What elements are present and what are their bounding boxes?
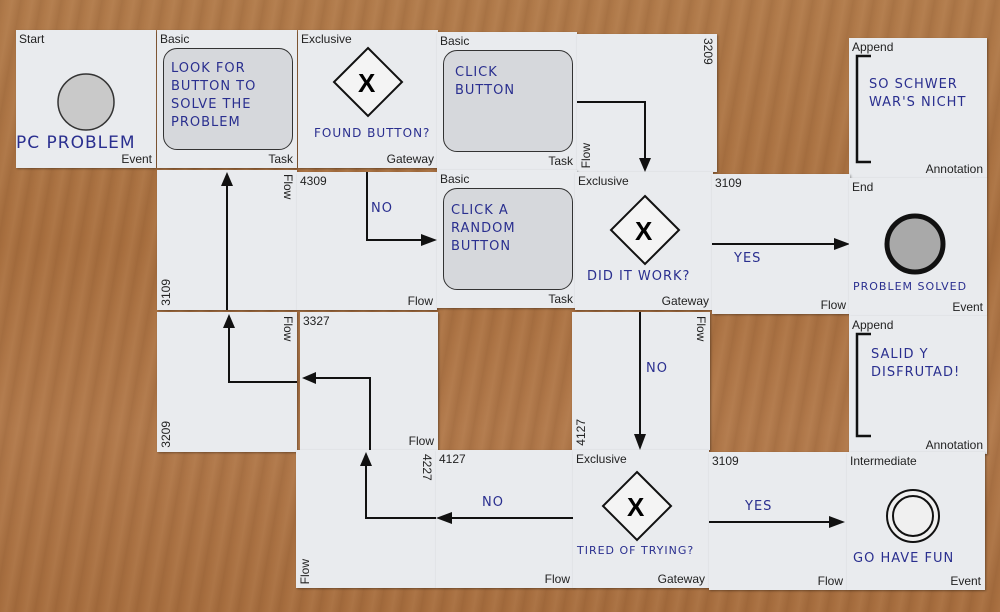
task-card-click-button: Basic CLICK BUTTON Task bbox=[437, 32, 577, 170]
flow-kind-label: Flow bbox=[820, 298, 846, 312]
card-type-label: Intermediate bbox=[850, 454, 917, 468]
start-event-circle-icon bbox=[57, 73, 115, 131]
flow-kind-label: Flow bbox=[544, 572, 570, 586]
flow-condition-text: NO bbox=[482, 495, 504, 510]
gateway-x-symbol: X bbox=[627, 492, 645, 522]
gateway-card-tired-of-trying: Exclusive X TIRED OF TRYING? Gateway bbox=[573, 450, 709, 588]
start-event-card: Start PC PROBLEM Event bbox=[16, 30, 156, 168]
task-card-click-random-button: Basic CLICK A RANDOM BUTTON Task bbox=[437, 170, 577, 308]
flow-card-up: Flow 3109 bbox=[157, 170, 297, 310]
flow-code-label: 3109 bbox=[715, 176, 742, 190]
annotation-card-so-schwer: Append SO SCHWER WAR'S NICHT Annotation bbox=[849, 38, 987, 178]
flow-arrow-icon bbox=[436, 512, 574, 524]
intermediate-event-double-circle-icon bbox=[886, 489, 940, 543]
flow-condition-text: NO bbox=[371, 201, 393, 216]
flow-card-yes-right-bottom: 3109 YES Flow bbox=[709, 452, 847, 590]
card-kind-label: Annotation bbox=[925, 438, 983, 452]
task-text: CLICK BUTTON bbox=[455, 65, 516, 98]
end-event-card: End PROBLEM SOLVED Event bbox=[849, 178, 987, 316]
card-kind-label: Gateway bbox=[657, 572, 705, 586]
card-kind-label: Gateway bbox=[386, 152, 434, 166]
flow-condition-text: YES bbox=[734, 251, 762, 266]
flow-kind-label: Flow bbox=[408, 434, 434, 448]
gateway-diamond-icon bbox=[601, 470, 673, 542]
flow-card-yes-right: 3109 YES Flow bbox=[712, 174, 850, 314]
flow-card-no-left: 4127 NO Flow bbox=[436, 450, 574, 588]
flow-code-label: 4127 bbox=[439, 452, 466, 466]
task-box bbox=[443, 188, 573, 290]
flow-card-up-left: Flow 3209 bbox=[157, 312, 297, 452]
flow-condition-text: NO bbox=[646, 361, 668, 376]
flow-arrow-icon bbox=[302, 372, 371, 450]
task-box bbox=[443, 50, 573, 152]
flow-arrow-icon bbox=[366, 172, 437, 246]
gateway-card-found-button: Exclusive X FOUND BUTTON? Gateway bbox=[298, 30, 438, 168]
card-kind-label: Gateway bbox=[661, 294, 709, 308]
gateway-x-symbol: X bbox=[635, 216, 653, 246]
card-type-label: Append bbox=[852, 40, 894, 54]
gateway-diamond-icon bbox=[332, 46, 404, 118]
card-kind-label: Task bbox=[268, 152, 293, 166]
card-kind-label: Annotation bbox=[925, 162, 983, 176]
flow-card-up-from-right: 4227 Flow bbox=[296, 450, 436, 588]
gateway-text: FOUND BUTTON? bbox=[314, 126, 431, 140]
card-type-label: Exclusive bbox=[578, 174, 629, 188]
flow-code-label: 4227 bbox=[420, 454, 434, 481]
card-type-label: Exclusive bbox=[576, 452, 627, 466]
flow-card-down-right: 3209 Flow bbox=[577, 34, 717, 172]
flow-card-no-right: 4309 NO Flow bbox=[297, 172, 437, 310]
task-box bbox=[163, 48, 293, 150]
card-kind-label: Task bbox=[548, 292, 573, 306]
flow-code-label: 3327 bbox=[303, 314, 330, 328]
flow-arrow-icon bbox=[223, 314, 297, 383]
card-type-label: Basic bbox=[440, 34, 470, 48]
flow-code-label: 3209 bbox=[701, 38, 715, 65]
card-type-label: Append bbox=[852, 318, 894, 332]
intermediate-event-text: GO HAVE FUN bbox=[853, 551, 955, 566]
flow-card-no-down: Flow 4127 NO bbox=[572, 312, 710, 450]
annotation-text: SALID Y DISFRUTAD! bbox=[871, 347, 961, 380]
gateway-text: DID IT WORK? bbox=[587, 269, 691, 284]
card-type-label: Basic bbox=[160, 32, 190, 46]
task-card-look-for-button: Basic LOOK FOR BUTTON TO SOLVE THE PROBL… bbox=[157, 30, 297, 168]
flow-card-left: 3327 Flow bbox=[300, 312, 438, 450]
flow-arrow-icon bbox=[360, 452, 436, 519]
start-event-text: PC PROBLEM bbox=[16, 133, 136, 153]
flow-kind-label: Flow bbox=[281, 174, 295, 200]
flow-arrow-icon bbox=[712, 238, 850, 250]
flow-arrow-icon bbox=[634, 312, 646, 450]
gateway-card-did-it-work: Exclusive X DID IT WORK? Gateway bbox=[575, 172, 713, 310]
card-kind-label: Event bbox=[950, 574, 981, 588]
task-text: LOOK FOR BUTTON TO SOLVE THE PROBLEM bbox=[171, 61, 257, 130]
annotation-text: SO SCHWER WAR'S NICHT bbox=[869, 77, 967, 110]
gateway-diamond-icon bbox=[609, 194, 681, 266]
card-kind-label: Event bbox=[952, 300, 983, 314]
flow-code-label: 4309 bbox=[300, 174, 327, 188]
flow-kind-label: Flow bbox=[817, 574, 843, 588]
annotation-card-salid-y-disfrutad: Append SALID Y DISFRUTAD! Annotation bbox=[849, 316, 987, 454]
flow-kind-label: Flow bbox=[281, 316, 295, 342]
flow-code-label: 3109 bbox=[712, 454, 739, 468]
card-kind-label: Task bbox=[548, 154, 573, 168]
task-text: CLICK A RANDOM BUTTON bbox=[451, 203, 516, 254]
gateway-x-symbol: X bbox=[358, 68, 376, 98]
card-type-label: End bbox=[852, 180, 874, 194]
flow-arrow-icon bbox=[709, 516, 845, 528]
card-type-label: Basic bbox=[440, 172, 470, 186]
flow-kind-label: Flow bbox=[407, 294, 433, 308]
card-kind-label: Event bbox=[121, 152, 152, 166]
flow-condition-text: YES bbox=[745, 499, 773, 514]
annotation-bracket-icon bbox=[855, 54, 871, 164]
gateway-text: TIRED OF TRYING? bbox=[577, 544, 695, 557]
annotation-bracket-icon bbox=[855, 332, 871, 438]
card-type-label: Exclusive bbox=[301, 32, 352, 46]
card-type-label: Start bbox=[19, 32, 45, 46]
intermediate-event-card: Intermediate GO HAVE FUN Event bbox=[847, 452, 985, 590]
flow-arrow-icon bbox=[221, 172, 233, 310]
end-event-circle-icon bbox=[884, 213, 946, 275]
flow-kind-label: Flow bbox=[694, 316, 708, 342]
end-event-text: PROBLEM SOLVED bbox=[853, 280, 968, 293]
flow-arrow-icon bbox=[577, 101, 651, 172]
